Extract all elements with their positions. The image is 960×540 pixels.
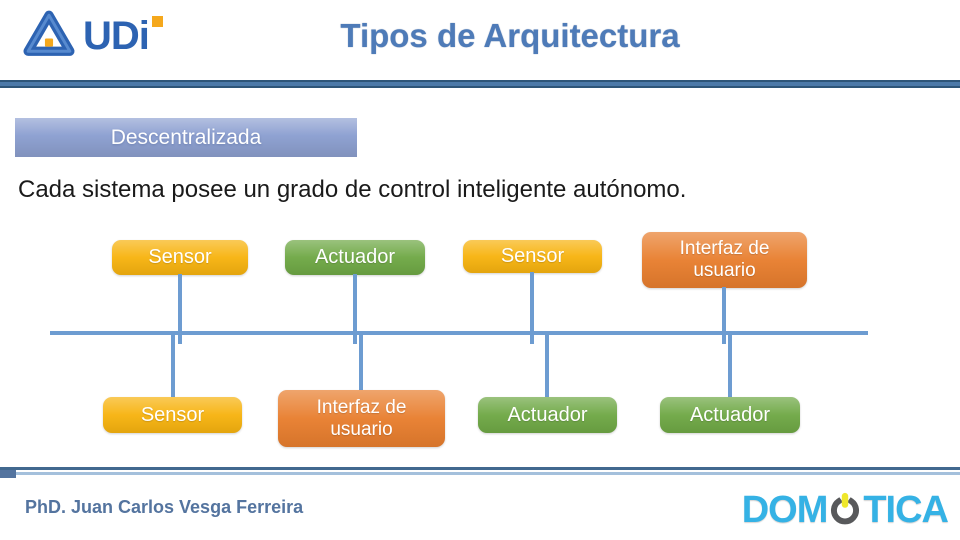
udi-orange-square-icon [151, 16, 163, 27]
slide-title: Tipos de Arquitectura [340, 17, 680, 54]
connector-line [178, 274, 182, 344]
diagram-box-actuador: Actuador [660, 397, 800, 433]
diagram-box-sensor: Sensor [463, 240, 602, 273]
udi-logo: UDi [20, 6, 163, 66]
connector-line [353, 274, 357, 344]
connector-line [530, 272, 534, 344]
footer-divider-dark [0, 467, 960, 470]
brand-text-tica: TICA [863, 489, 949, 531]
connector-line [171, 334, 175, 397]
connector-line [728, 334, 732, 397]
diagram-box-interfaz-usuario: Interfaz de usuario [278, 390, 445, 447]
footer-divider-accent [0, 470, 16, 478]
footer-divider-light [0, 472, 960, 475]
category-label-box: Descentralizada [15, 118, 357, 157]
diagram-box-sensor: Sensor [112, 240, 248, 275]
connector-line [359, 334, 363, 391]
category-label: Descentralizada [110, 125, 262, 149]
diagram-box-actuador: Actuador [478, 397, 617, 433]
power-icon [831, 492, 860, 525]
connector-line [722, 287, 726, 344]
udi-triangle-knot-icon [23, 10, 75, 56]
bus-line [50, 331, 868, 335]
diagram-box-sensor: Sensor [103, 397, 242, 433]
diagram-box-actuador: Actuador [285, 240, 425, 275]
brand-text-dom: DOM [741, 489, 829, 531]
slide-body-text: Cada sistema posee un grado de control i… [18, 176, 687, 203]
author-credit: PhD. Juan Carlos Vesga Ferreira [25, 497, 304, 517]
header-divider [0, 80, 960, 88]
connector-line [545, 334, 549, 397]
domotica-logo: DOM TICA [741, 488, 949, 532]
udi-wordmark: UDi [83, 14, 150, 58]
diagram-box-interfaz-usuario: Interfaz de usuario [642, 232, 807, 288]
